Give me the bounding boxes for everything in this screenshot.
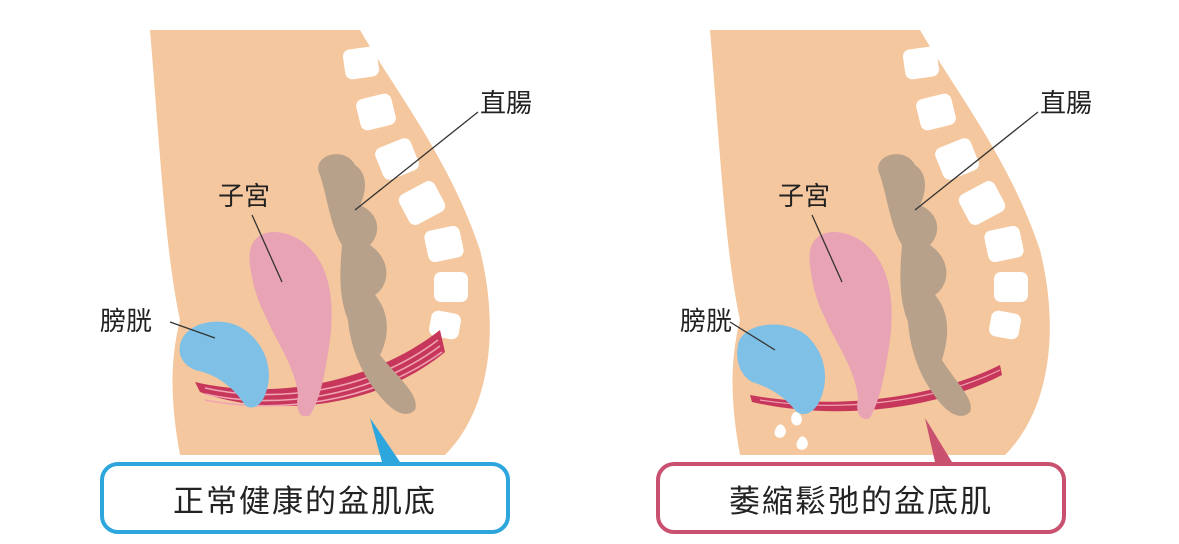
healthy-pelvis-panel: 直腸 子宮 膀胱 正常健康的盆肌底 <box>20 0 580 544</box>
uterus-label: 子宮 <box>778 182 830 212</box>
weakened-caption: 萎縮鬆弛的盆底肌 <box>656 462 1066 534</box>
rectum-label: 直腸 <box>1040 89 1092 119</box>
bladder <box>179 321 269 408</box>
rectum-label: 直腸 <box>480 89 532 119</box>
leak-droplets <box>774 412 808 450</box>
bladder-label: 膀胱 <box>680 307 732 337</box>
rectum-leader-line <box>354 111 479 211</box>
uterus <box>809 232 892 419</box>
uterus <box>249 232 332 417</box>
caption-pointer <box>925 418 952 462</box>
spine-vertebrae <box>902 46 1028 340</box>
healthy-caption: 正常健康的盆肌底 <box>100 462 510 534</box>
bladder-leader-line <box>729 321 776 351</box>
caption-pointer <box>370 418 400 462</box>
bladder-label: 膀胱 <box>100 307 152 337</box>
bladder-leader-line <box>169 321 216 339</box>
rectum-leader-line <box>914 111 1039 211</box>
bladder <box>737 324 826 415</box>
rectum <box>878 154 971 416</box>
uterus-leader-line <box>811 214 843 283</box>
weakened-pelvis-panel: 直腸 子宮 膀胱 萎縮鬆弛的盆底肌 <box>580 0 1140 544</box>
rectum <box>318 154 416 414</box>
uterus-label: 子宮 <box>218 182 270 212</box>
spine-vertebrae <box>342 46 468 340</box>
healthy-pelvis-illustration: 直腸 子宮 膀胱 <box>100 30 532 462</box>
weakened-pelvis-illustration: 直腸 子宮 膀胱 <box>680 30 1092 462</box>
uterus-leader-line <box>251 214 283 283</box>
